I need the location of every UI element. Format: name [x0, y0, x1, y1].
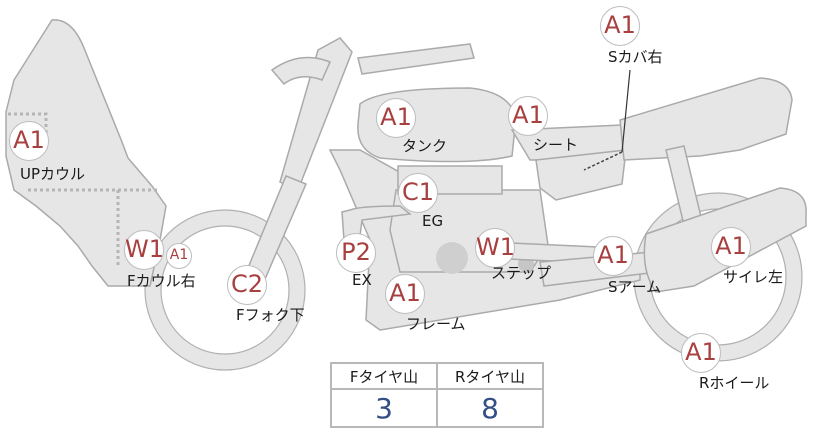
front-tire-header: Fタイヤ山: [330, 362, 438, 390]
grade-badge-scover-r: A1: [600, 6, 640, 46]
grade-badge-tank: A1: [376, 98, 416, 138]
tire-tread-table: Fタイヤ山 Rタイヤ山 3 8: [330, 362, 544, 428]
label-frame: フレーム: [406, 315, 466, 333]
label-sarm: Sアーム: [608, 278, 662, 296]
front-cowl: [5, 19, 167, 287]
rear-tire-header: Rタイヤ山: [436, 362, 544, 390]
label-ffork-lower: Fフォク下: [236, 306, 305, 324]
label-upcowl: UPカウル: [20, 165, 86, 183]
front-fork-upper: [279, 37, 353, 192]
grade-badge-sheet: A1: [508, 96, 548, 136]
rear-tire-value: 8: [436, 388, 544, 428]
grade-badge-ex: P2: [336, 233, 376, 273]
label-silencer-l: サイレ左: [723, 268, 784, 286]
grade-badge-eg: C1: [398, 173, 438, 213]
grade-badge-step: W1: [475, 228, 515, 268]
grade-badge-frame: A1: [385, 274, 425, 314]
front-tire-value: 3: [330, 388, 438, 428]
grade-badge-silencer-l: A1: [711, 227, 751, 267]
side-cover: [535, 149, 627, 201]
grade-badge-fcowl-r-secondary: A1: [166, 243, 192, 269]
label-ex: EX: [352, 271, 372, 289]
grade-badge-rwheel: A1: [681, 333, 721, 373]
label-tank: タンク: [402, 137, 448, 155]
front-wheel: [144, 209, 306, 371]
grade-badge-fcowl-r: W1: [124, 230, 164, 270]
label-sheet: シート: [533, 136, 579, 154]
engine-cover: [436, 242, 468, 274]
label-step: ステップ: [491, 264, 552, 282]
handlebar-grip: [357, 43, 475, 75]
label-eg: EG: [422, 212, 444, 230]
grade-badge-sarm: A1: [593, 236, 633, 276]
label-fcowl-r: Fカウル右: [127, 272, 196, 290]
tail-cowl: [619, 77, 793, 161]
sidecover-leader-line: [621, 69, 631, 153]
grade-badge-upcowl: A1: [9, 121, 49, 161]
grade-badge-ffork-lower: C2: [227, 265, 267, 305]
sidecover-leader-dash: [583, 151, 623, 171]
label-scover-r: Sカバ右: [608, 48, 663, 66]
handlebar: [270, 56, 332, 86]
label-rwheel: Rホイール: [699, 374, 770, 392]
